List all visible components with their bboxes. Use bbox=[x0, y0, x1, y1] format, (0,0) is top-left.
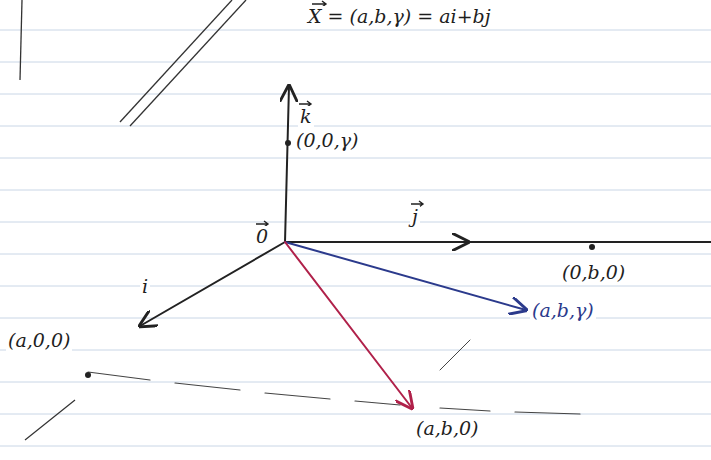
point-label: (a,0,0) bbox=[6, 330, 72, 351]
ruled-lines bbox=[0, 30, 711, 446]
point-label: (a,b,0) bbox=[414, 418, 480, 439]
point-label: k bbox=[298, 106, 314, 127]
axes bbox=[88, 86, 711, 414]
point-label: j bbox=[410, 206, 420, 227]
point-dots bbox=[85, 140, 595, 378]
vector-arrows bbox=[256, 1, 423, 227]
point-label: 0 bbox=[254, 226, 270, 247]
point-label: (0,0,γ) bbox=[294, 130, 360, 151]
point-label: (a,b,γ) bbox=[530, 300, 596, 321]
margin-strokes bbox=[20, 0, 246, 440]
point-label: i bbox=[140, 276, 150, 297]
point-label: (0,b,0) bbox=[560, 262, 627, 283]
vector-equation: X = (a,b,γ) = ai+bj bbox=[306, 6, 493, 27]
